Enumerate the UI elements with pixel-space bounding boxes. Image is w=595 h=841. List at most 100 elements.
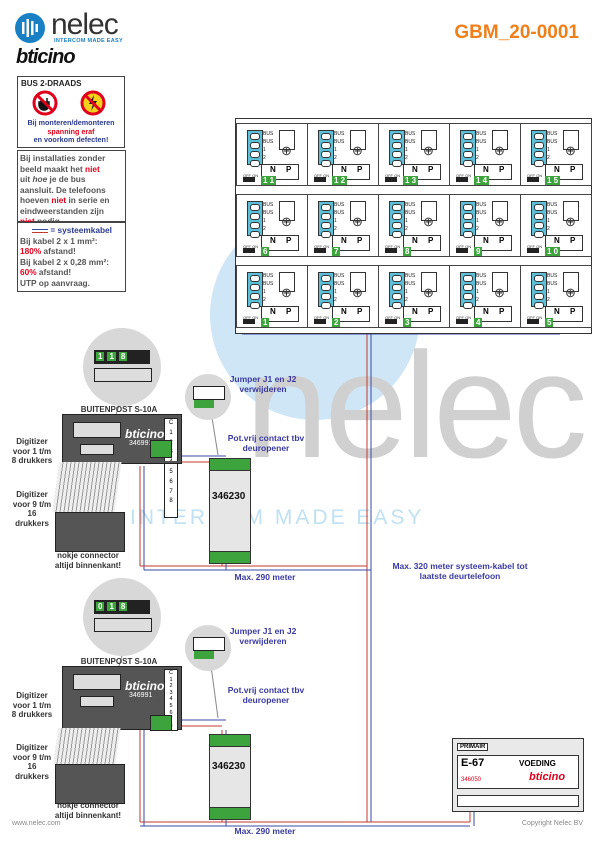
phone-address-code: 9 bbox=[474, 247, 483, 256]
note2-180: 180% bbox=[20, 246, 42, 256]
station1-digitizer2-label: Digitizer voor 9 t/m 16 drukkers bbox=[12, 490, 52, 528]
phone-address-code: 5 bbox=[545, 318, 554, 327]
adjust-knob-icon: ⊕ bbox=[281, 285, 292, 300]
station1-module-code: 346230 bbox=[212, 491, 246, 502]
station1-relay-module: 346230 bbox=[209, 458, 251, 564]
station1-digitizer-board bbox=[55, 512, 125, 552]
phone-handset-icon bbox=[350, 201, 366, 221]
terminal-label: BUS bbox=[547, 202, 558, 208]
psu-brand: bticino bbox=[529, 771, 566, 783]
np-n: N bbox=[270, 165, 276, 174]
off-on-switch bbox=[243, 248, 255, 253]
off-on-switch bbox=[456, 177, 468, 182]
phone-address-code: 1 3 bbox=[403, 176, 419, 185]
note1-hoeven: hoeven bbox=[20, 195, 50, 205]
adjust-knob-icon: ⊕ bbox=[494, 143, 505, 158]
panel-terminal-label: 3 bbox=[169, 689, 173, 696]
np-p: P bbox=[357, 236, 363, 245]
terminal-label: 1 bbox=[547, 147, 550, 153]
phone-handset-icon bbox=[350, 272, 366, 292]
warning-title: BUS 2-DRAADS bbox=[21, 79, 82, 88]
np-n: N bbox=[412, 236, 418, 245]
adjust-knob-icon: ⊕ bbox=[494, 285, 505, 300]
off-on-label: OFF ON bbox=[527, 244, 543, 249]
terminal-label: 1 bbox=[547, 289, 550, 295]
terminal-label: BUS bbox=[263, 202, 274, 208]
psu-code: 346050 bbox=[461, 777, 482, 783]
terminal-label: 2 bbox=[547, 297, 550, 303]
np-n: N bbox=[554, 307, 560, 316]
station2-jumper-label: Jumper J1 en J2 verwijderen bbox=[229, 626, 297, 646]
adjust-knob-icon: ⊕ bbox=[565, 285, 576, 300]
station1-panel-model: 346991 bbox=[129, 440, 153, 447]
station1-jumper-label: Jumper J1 en J2 verwijderen bbox=[229, 374, 297, 394]
off-on-label: OFF ON bbox=[314, 315, 330, 320]
nelec-wordmark: nelec bbox=[51, 8, 119, 41]
phone-address-code: 1 bbox=[261, 318, 270, 327]
station2-pot-label: Pot.vrij contact tbv deuropener bbox=[227, 685, 305, 705]
footer-url[interactable]: www.nelec.com bbox=[12, 820, 61, 827]
np-n: N bbox=[554, 165, 560, 174]
station2-module-code: 346230 bbox=[212, 761, 246, 772]
off-on-label: OFF ON bbox=[314, 173, 330, 178]
terminal-label: 1 bbox=[547, 218, 550, 224]
terminal-label: BUS bbox=[476, 131, 487, 137]
bus-terminal bbox=[389, 201, 405, 238]
terminal-label: 2 bbox=[547, 155, 550, 161]
terminal-label: BUS bbox=[547, 139, 558, 145]
adjust-knob-icon: ⊕ bbox=[423, 143, 434, 158]
terminal-label: BUS bbox=[405, 139, 416, 145]
terminal-label: 1 bbox=[405, 289, 408, 295]
terminal-label: 2 bbox=[334, 226, 337, 232]
np-n: N bbox=[341, 236, 347, 245]
phone-handset-icon bbox=[279, 130, 295, 150]
terminal-label: 2 bbox=[405, 297, 408, 303]
off-on-switch bbox=[527, 177, 539, 182]
phone-handset-icon bbox=[421, 130, 437, 150]
phone-address-code: 4 bbox=[474, 318, 483, 327]
terminal-label: 2 bbox=[476, 226, 479, 232]
np-p: P bbox=[570, 165, 576, 174]
adjust-knob-icon: ⊕ bbox=[565, 214, 576, 229]
panel-terminal-label: 5 bbox=[169, 702, 173, 709]
off-on-switch bbox=[314, 177, 326, 182]
psu-voeding: VOEDING bbox=[519, 759, 556, 768]
station2-digitizer2-label: Digitizer voor 9 t/m 16 drukkers bbox=[12, 743, 52, 781]
station1-panel-title: BUITENPOST S-10A bbox=[80, 405, 158, 414]
np-n: N bbox=[412, 307, 418, 316]
panel-terminal-label: 1 bbox=[169, 676, 173, 683]
phone-handset-icon bbox=[350, 130, 366, 150]
bus-terminal bbox=[247, 201, 263, 238]
off-on-switch bbox=[456, 319, 468, 324]
terminal-label: BUS bbox=[334, 131, 345, 137]
terminal-label: 1 bbox=[476, 147, 479, 153]
np-p: P bbox=[357, 307, 363, 316]
phone-address-code: 1 1 bbox=[261, 176, 277, 185]
station2-jumper-zoom bbox=[185, 625, 231, 671]
note1-uit: uit bbox=[20, 174, 31, 184]
phone-address-code: 1 0 bbox=[545, 247, 561, 256]
station1-code-2: 1 bbox=[107, 352, 116, 361]
terminal-label: BUS bbox=[334, 210, 345, 216]
info-box-cable: = systeemkabel Bij kabel 2 x 1 mm²: 180%… bbox=[17, 222, 126, 292]
station2-ribbon-cable bbox=[53, 728, 121, 764]
